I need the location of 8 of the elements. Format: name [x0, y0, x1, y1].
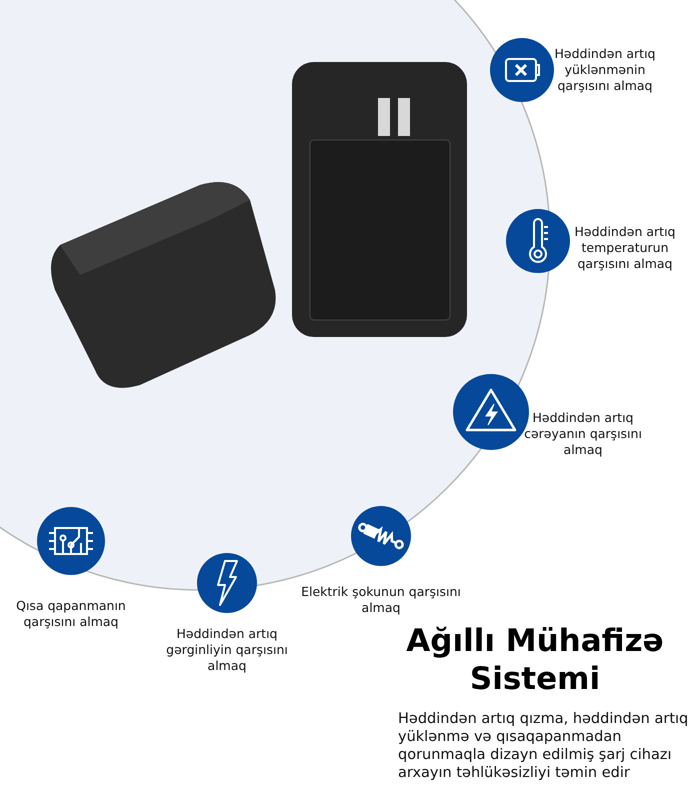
feature-label: Həddindən artıq cərəyanın qarşısını almaq: [523, 410, 643, 458]
feature-label: Həddindən artıq temperaturun qarşısını almaq: [574, 224, 676, 272]
feature-label: Qısa qapanmanın qarşısını almaq: [15, 598, 127, 630]
heading: Ağıllı Mühafizə Sistemi: [405, 622, 665, 698]
description-text: Həddindən artıq qızma, həddindən artıq yüklənmə və qısaqapanmadan qorunmaqla dizayn edilmiş şarj cihazı arxayın təhlükəsizliyi təmin edir: [398, 710, 690, 782]
feature-label: Elektrik şokunun qarşısını almaq: [300, 584, 462, 616]
feature-label: Həddindən artıq yüklənmənin qarşısını almaq: [554, 46, 656, 94]
feature-label: Həddindən artıq gərginliyin qarşısını almaq: [165, 626, 289, 674]
